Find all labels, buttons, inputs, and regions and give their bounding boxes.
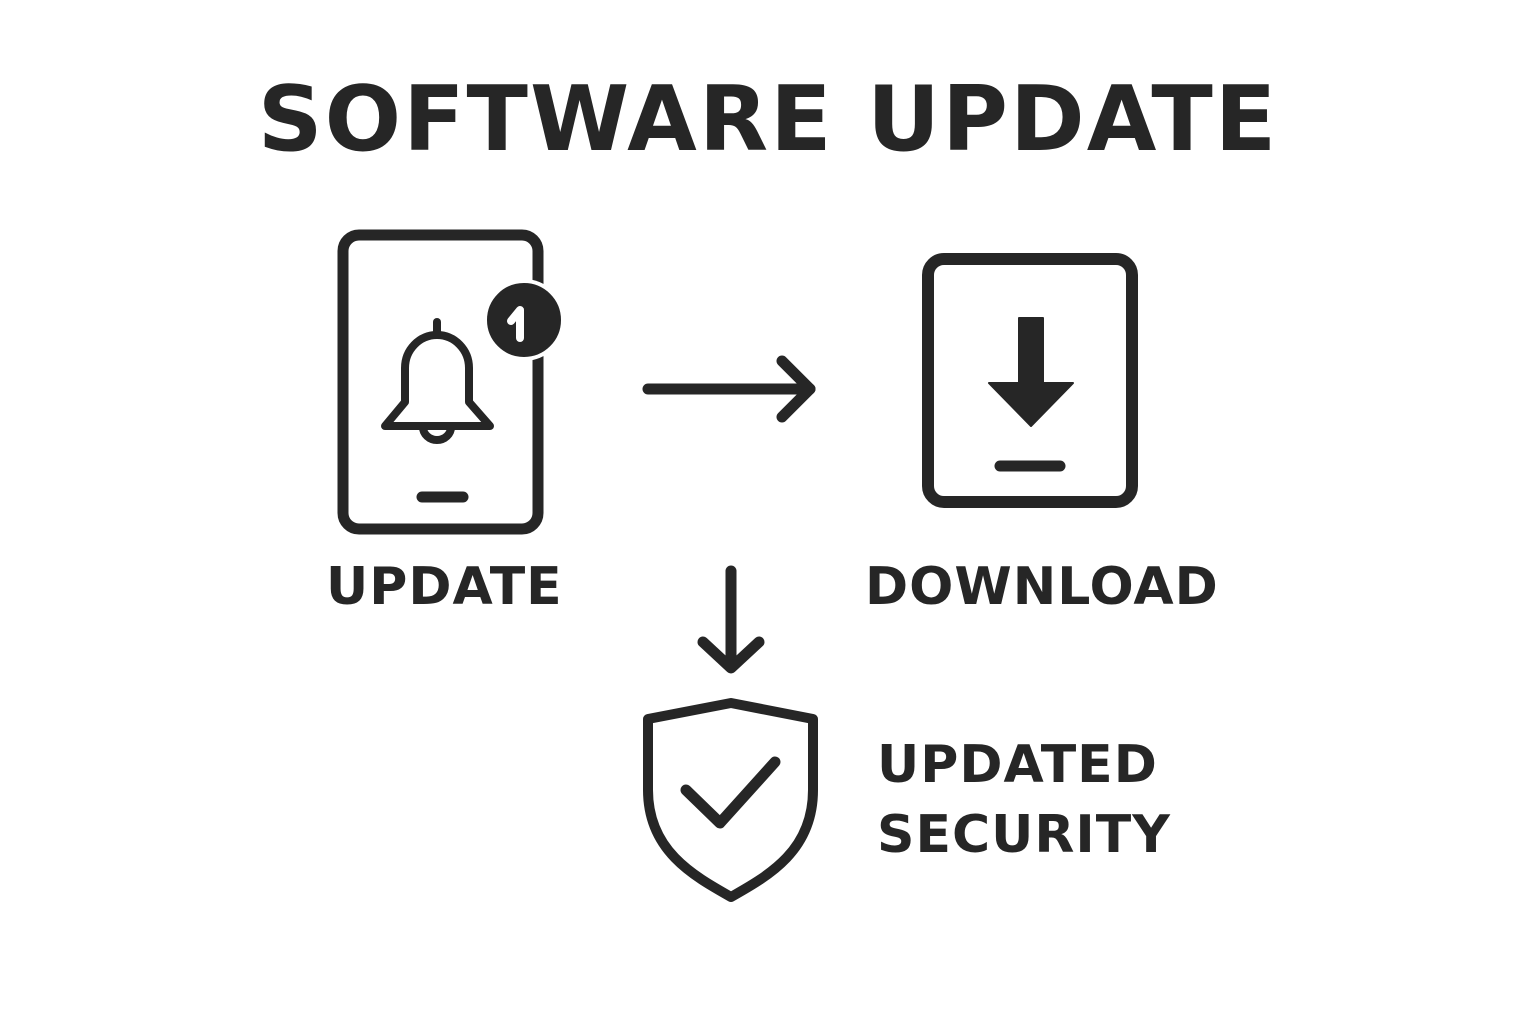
- notification-badge: [483, 279, 565, 361]
- check-mark: [680, 756, 781, 829]
- shield-outline: [643, 698, 818, 902]
- updated-security-line2: SECURITY: [877, 805, 1171, 865]
- shield-check-icon: [643, 698, 818, 902]
- phone-notification-icon: [337, 229, 544, 535]
- diagram-title: SOFTWARE UPDATE: [257, 67, 1279, 172]
- download-arrow: [988, 317, 1074, 427]
- arrow-down-icon: [697, 565, 765, 674]
- tablet-body: [922, 253, 1138, 508]
- update-step-label: UPDATE: [326, 557, 563, 617]
- phone-body: [337, 229, 544, 535]
- updated-security-line1: UPDATED: [877, 735, 1158, 795]
- tablet-download-icon: [922, 253, 1138, 508]
- updated-security-label: UPDATED SECURITY: [877, 730, 1171, 870]
- bell-icon: [381, 318, 494, 444]
- download-step-label: DOWNLOAD: [865, 557, 1219, 617]
- arrow-right-icon: [642, 355, 816, 423]
